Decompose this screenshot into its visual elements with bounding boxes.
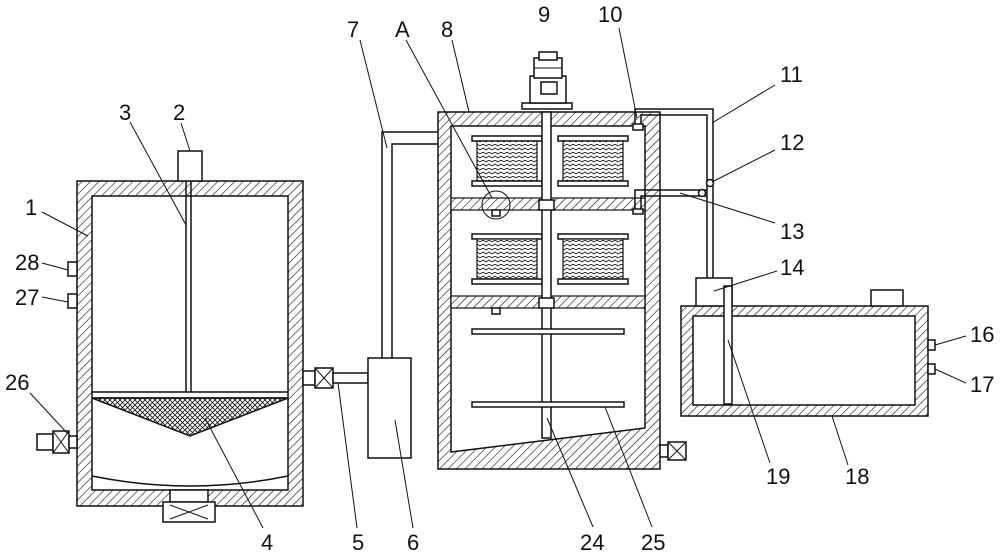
middle-tank (437, 111, 687, 470)
left-tank (36, 150, 304, 523)
outlet-valve-middle (659, 441, 687, 461)
pump (367, 357, 412, 459)
drain-valve-bottom (162, 489, 216, 523)
filter-upper-left (471, 135, 543, 187)
label-9: 9 (538, 2, 550, 27)
label-10: 10 (598, 2, 622, 27)
label-7: 7 (347, 17, 359, 42)
sensor-16 (927, 339, 936, 351)
valve-13 (697, 188, 707, 198)
label-28: 28 (15, 250, 39, 275)
suction-pipe (723, 285, 733, 405)
label-4: 4 (261, 530, 273, 555)
label-11: 11 (780, 62, 803, 87)
leader-lines (29, 27, 967, 529)
tank-inlet-cap (870, 289, 904, 307)
sensor-28 (67, 261, 78, 277)
label-8: 8 (441, 17, 453, 42)
sensor-17 (927, 363, 936, 375)
label-14: 14 (780, 255, 804, 280)
inlet-pipe (177, 150, 203, 182)
filter-screen (91, 397, 289, 437)
label-24: 24 (580, 530, 604, 555)
stirring-shaft (541, 111, 552, 439)
labels: 1 2 3 4 5 6 7 A 8 9 10 11 12 13 14 16 17… (5, 2, 994, 555)
motor (521, 51, 573, 110)
right-tank (680, 277, 936, 417)
blade-lower (471, 401, 625, 408)
valve-12 (705, 178, 715, 188)
sensor-27 (67, 293, 78, 309)
label-19: 19 (766, 464, 790, 489)
label-5: 5 (352, 530, 364, 555)
label-18: 18 (845, 464, 869, 489)
filter-upper-right (557, 135, 629, 187)
label-1: 1 (25, 195, 37, 220)
blade-upper (471, 328, 625, 335)
return-pipe (632, 108, 715, 278)
nozzle-upper (491, 209, 501, 217)
label-a: A (395, 17, 410, 42)
drain-valve-left (36, 430, 78, 454)
label-27: 27 (15, 285, 39, 310)
label-6: 6 (407, 530, 419, 555)
label-12: 12 (780, 130, 804, 155)
filter-lower-left (471, 233, 543, 285)
detail-circle-a (481, 190, 511, 220)
label-17: 17 (970, 372, 994, 397)
label-26: 26 (5, 370, 29, 395)
label-13: 13 (780, 219, 804, 244)
nozzle-lower (491, 307, 501, 315)
label-25: 25 (641, 530, 665, 555)
label-3: 3 (119, 100, 131, 125)
pipe-7 (381, 131, 440, 358)
label-16: 16 (970, 322, 994, 347)
connecting-pipe (302, 367, 369, 389)
label-2: 2 (173, 100, 185, 125)
filter-lower-right (557, 233, 629, 285)
